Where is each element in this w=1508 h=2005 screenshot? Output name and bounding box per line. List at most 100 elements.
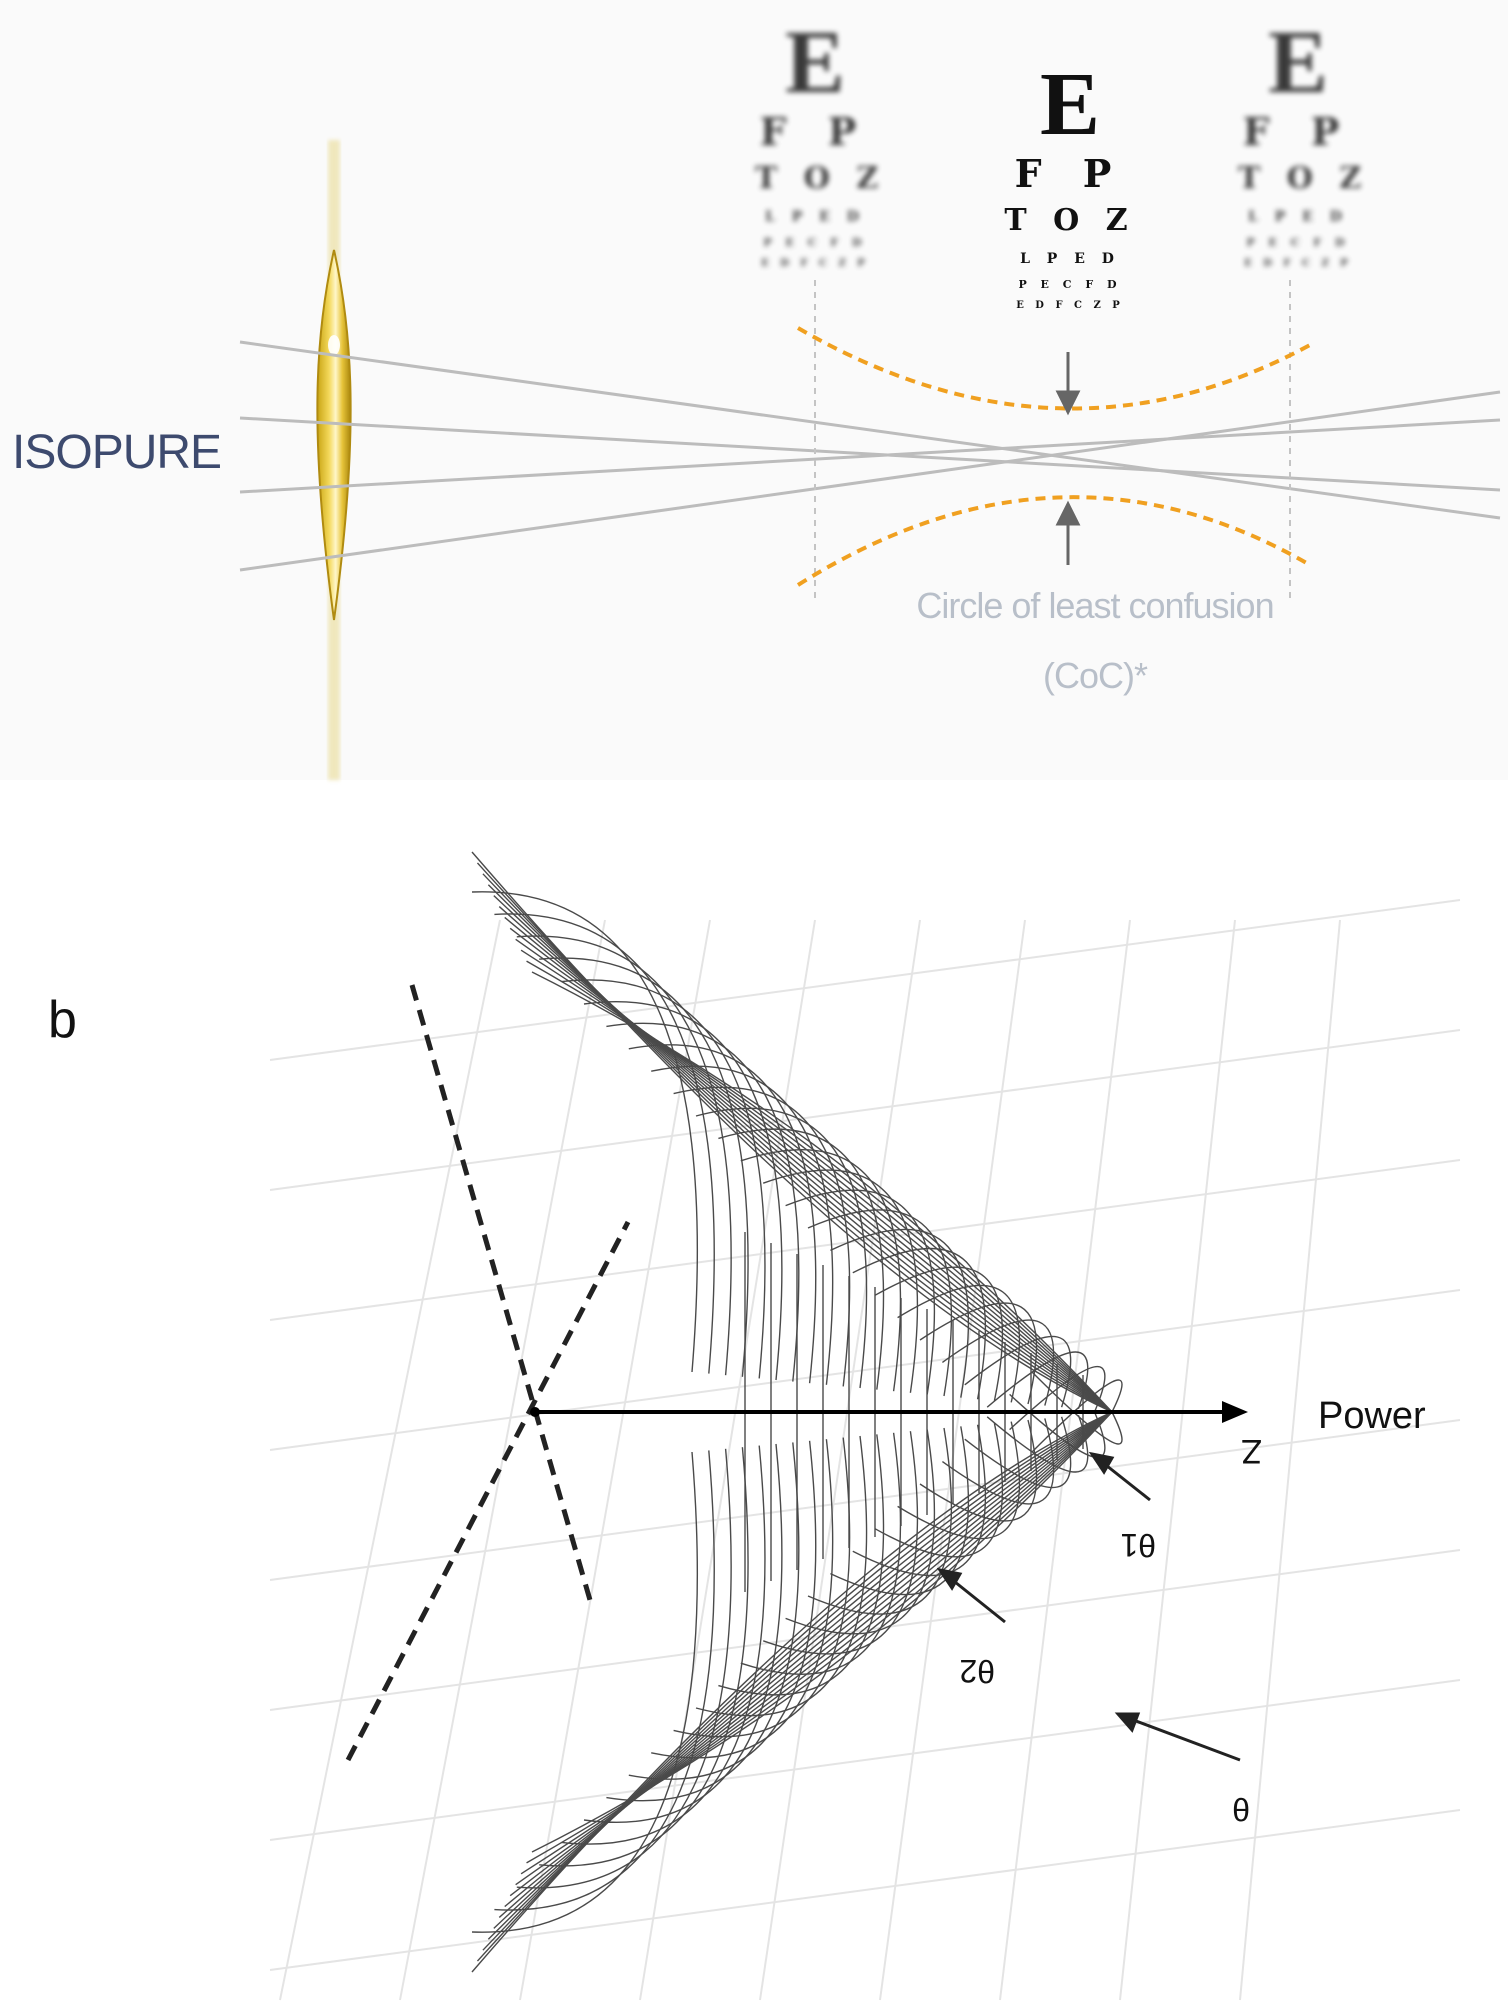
wavefront-mesh: [471, 851, 1123, 1973]
pointer-arrows: [936, 1451, 1241, 1762]
chart-row: E D F C Z P: [1244, 258, 1352, 269]
mesh-line: [526, 1411, 1113, 1864]
mesh-line: [874, 1423, 1004, 1558]
down-arrow-icon: [1055, 390, 1081, 416]
theta1-label: θ1: [1120, 1527, 1156, 1563]
mesh-line: [471, 1411, 1113, 1973]
mesh-line: [740, 1432, 902, 1675]
mesh-line: [807, 1209, 953, 1397]
mesh-line: [941, 1418, 1055, 1505]
chart-row: P E C F D: [763, 236, 867, 249]
mesh-line: [673, 1437, 851, 1738]
mesh-line: [695, 1435, 868, 1717]
mesh-line: [494, 913, 715, 1374]
mesh-line: [487, 1411, 1113, 1940]
mesh-line: [852, 1424, 987, 1577]
chart-row: P E C F D: [1246, 236, 1350, 249]
mesh-line: [852, 1247, 987, 1400]
mesh-line: [695, 1107, 868, 1389]
grid-line: [1119, 919, 1236, 2001]
grid-line: [399, 919, 606, 2001]
focus-guides: [814, 280, 1291, 600]
mesh-line: [531, 1411, 1113, 1853]
chart-row: F P: [1242, 109, 1354, 154]
ray-3: [239, 418, 1501, 494]
chart-row: L P E D: [1248, 209, 1348, 225]
chart-row: E: [1039, 55, 1101, 154]
chart-row: L P E D: [1020, 251, 1120, 267]
mesh-line: [504, 916, 1113, 1413]
mesh-line: [471, 891, 698, 1373]
mesh-line: [476, 1411, 1113, 1962]
mesh-line: [651, 1439, 834, 1759]
mesh-line: [515, 938, 1113, 1413]
eye-chart-center: E F P T O Z L P E D P E C F D E D F C Z …: [1000, 60, 1140, 316]
mesh-line: [504, 1411, 1113, 1908]
chart-row: F P: [759, 109, 871, 154]
theta-arrow-icon: [1114, 1712, 1141, 1733]
mesh-line: [941, 1319, 1055, 1406]
mesh-line: [516, 1448, 732, 1889]
mesh-line: [482, 873, 1113, 1413]
grid-line: [269, 1419, 1461, 1581]
grid-line: [279, 919, 501, 2001]
mesh-line: [986, 1351, 1089, 1410]
mesh-line: [628, 1044, 817, 1384]
mesh-line: [561, 1445, 766, 1845]
eye-chart-left: E F P T O Z L P E D P E C F D E D F C Z …: [755, 13, 887, 274]
mesh-line: [785, 1429, 936, 1635]
mesh-line: [762, 1431, 919, 1655]
eye-chart-right: E F P T O Z L P E D P E C F D E D F C Z …: [1238, 18, 1361, 274]
mesh-line: [740, 1149, 902, 1392]
mesh-line: [498, 906, 1113, 1413]
mesh-line: [628, 1440, 817, 1780]
chart-row: L P E D: [765, 209, 865, 225]
mesh-line: [583, 1001, 783, 1381]
theta2-label: θ2: [959, 1653, 995, 1689]
mesh-line: [471, 851, 1113, 1413]
grid-line: [269, 1549, 1461, 1711]
mesh-line: [897, 1284, 1021, 1403]
mesh-line: [785, 1189, 936, 1395]
chart-row: P E C F D: [1018, 278, 1122, 291]
grid-line: [879, 919, 1026, 2001]
cone-line-outer-lower: [345, 1220, 631, 1762]
mesh-line: [718, 1434, 885, 1696]
up-arrow-icon: [1055, 500, 1081, 526]
mesh-line: [651, 1065, 834, 1385]
chart-row: E: [784, 13, 846, 112]
mesh-line: [520, 949, 1113, 1413]
panel-b-label: b: [48, 991, 77, 1049]
z-axis-label: Z: [1241, 1432, 1262, 1470]
chart-row: T O Z: [755, 161, 887, 196]
mesh-line: [539, 957, 749, 1377]
mesh-line: [919, 1419, 1038, 1522]
mesh-line: [520, 1411, 1113, 1875]
grid-line: [519, 919, 711, 2001]
grid-line: [639, 919, 816, 2001]
mesh-line: [487, 884, 1113, 1413]
mesh-line: [1031, 1371, 1123, 1445]
upper-caustic: [796, 326, 1311, 411]
mesh-line: [606, 1022, 800, 1382]
mesh-line: [718, 1128, 885, 1390]
mesh-line: [919, 1302, 1038, 1405]
grid-line: [999, 919, 1131, 2001]
mesh-line: [493, 1411, 1113, 1929]
chart-row: E D F C Z P: [761, 258, 869, 269]
mesh-line: [498, 1411, 1113, 1918]
mesh-line: [830, 1426, 970, 1596]
background-grid: [269, 899, 1461, 2001]
lower-caustic: [796, 495, 1312, 587]
mesh-line: [531, 971, 1113, 1413]
cone-lines: [345, 984, 631, 1762]
mesh-line: [762, 1169, 919, 1393]
mesh-line: [897, 1421, 1021, 1540]
mesh-line: [830, 1228, 970, 1398]
grid-line: [269, 1159, 1461, 1321]
caustic-curves: [796, 326, 1312, 587]
mesh-line: [509, 927, 1113, 1413]
cone-line-outer-upper: [409, 984, 593, 1601]
axis-arrow-icon: [1222, 1401, 1248, 1423]
power-axis-label: Power: [1318, 1395, 1426, 1437]
